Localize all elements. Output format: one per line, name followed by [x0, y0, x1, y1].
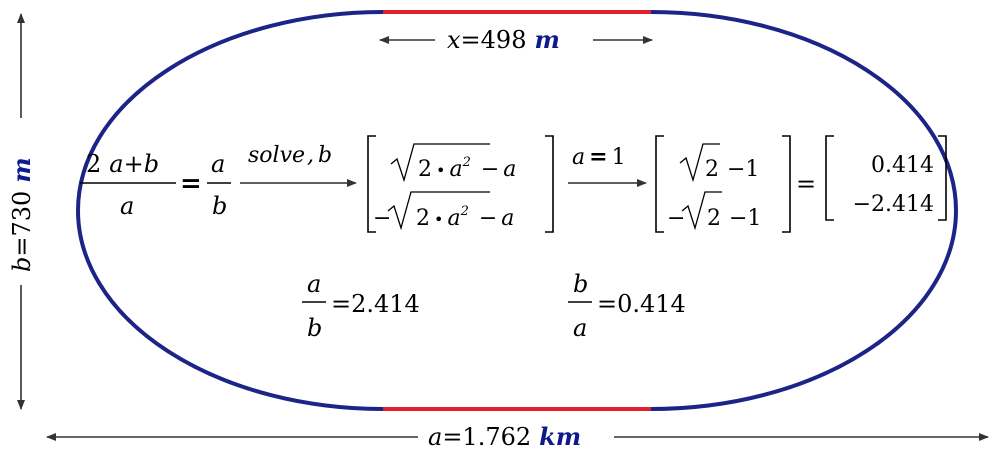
track-outline — [76, 10, 958, 411]
svg-text:2−1: 2−1 — [705, 157, 759, 182]
result-matrix: 0.414 −2.414 — [825, 135, 947, 221]
svg-text:2•a2−a: 2•a2−a — [418, 155, 516, 182]
final-equals: = — [796, 170, 816, 198]
svg-text:a=1: a=1 — [572, 144, 626, 170]
svg-text:a: a — [211, 150, 225, 178]
svg-text:b: b — [307, 314, 322, 342]
svg-text:solve,b: solve,b — [248, 143, 332, 168]
svg-text:b: b — [573, 270, 588, 298]
svg-text:2a+b: 2a+b — [86, 150, 159, 178]
svg-text:a: a — [120, 192, 134, 220]
substitution-operator: a=1 — [568, 144, 647, 187]
solve-operator: solve,b — [240, 143, 357, 187]
solution-matrix: 2•a2−a − 2•a2−a — [367, 135, 554, 233]
svg-text:b: b — [212, 192, 227, 220]
result-value-1: 0.414 — [871, 153, 934, 178]
svg-text:−: − — [667, 206, 685, 231]
svg-text:a: a — [307, 270, 321, 298]
svg-text:2•a2−a: 2•a2−a — [416, 204, 514, 231]
svg-text:=2.414: =2.414 — [331, 290, 420, 318]
b-dimension-label: b=730m — [7, 157, 36, 272]
bold-equals: = — [180, 169, 202, 199]
svg-text:=0.414: =0.414 — [597, 290, 686, 318]
result-value-2: −2.414 — [853, 192, 934, 217]
ratio-a-over-b: a b =2.414 — [302, 270, 420, 342]
svg-text:a: a — [573, 314, 587, 342]
svg-text:−: − — [373, 206, 391, 231]
svg-text:2−1: 2−1 — [707, 206, 761, 231]
ratio-b-over-a: b a =0.414 — [568, 270, 686, 342]
rhs-fraction: a b — [207, 150, 231, 220]
substituted-matrix: 2−1 − 2−1 — [655, 135, 791, 233]
